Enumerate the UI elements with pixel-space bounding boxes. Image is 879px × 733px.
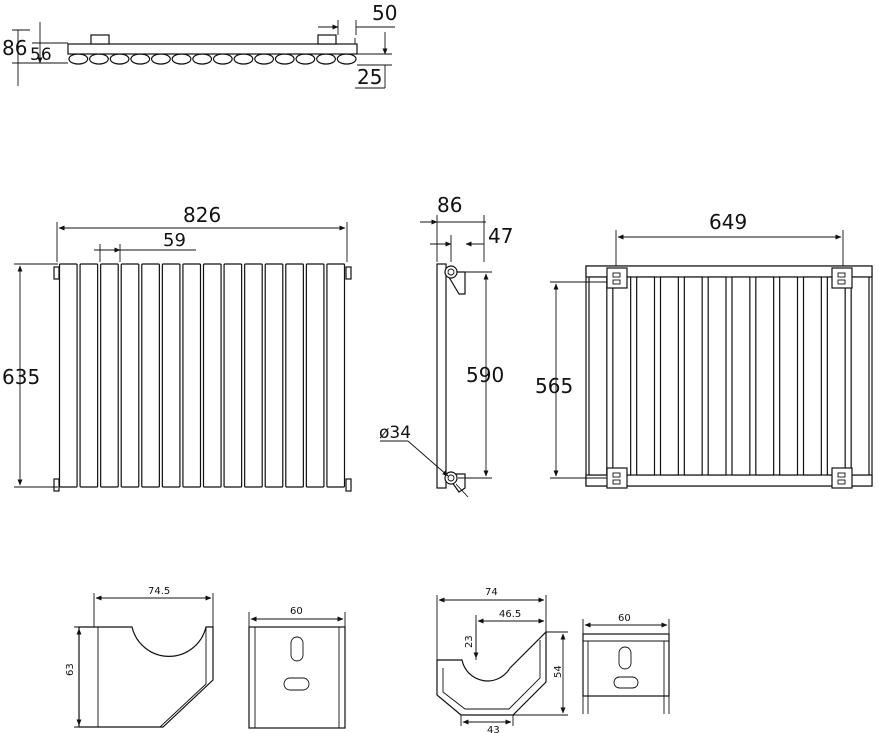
label-25: 25: [357, 65, 382, 89]
front-pipe-stub: [345, 266, 352, 280]
label-56: 56: [30, 45, 52, 65]
bracket-b-slot-horizontal: [283, 677, 310, 691]
front-pipe-stub: [345, 478, 352, 492]
label-74: 74: [485, 587, 498, 598]
bracket-b-outline: [248, 626, 346, 729]
bracket-c: 74 46.5 23 54 43: [436, 587, 568, 733]
label-59: 59: [163, 230, 186, 251]
rear-column: [707, 276, 727, 476]
side-view-bottom-pipe: [444, 471, 458, 485]
top-tube: [130, 53, 151, 65]
rear-view-bottom-rail: [585, 474, 873, 487]
front-view: 826 59 635: [2, 203, 352, 492]
label-590: 590: [466, 363, 504, 387]
front-view-columns: [53, 263, 352, 492]
rear-column: [612, 276, 632, 476]
bracket-d-outline: [582, 633, 670, 697]
top-tube: [212, 53, 233, 65]
bracket-d-slot-horizontal: [613, 676, 639, 689]
front-column: [305, 263, 325, 488]
label-86-side: 86: [437, 193, 462, 217]
rear-column: [779, 276, 799, 476]
rear-column: [683, 276, 703, 476]
top-tube: [316, 53, 336, 65]
label-565: 565: [535, 374, 573, 398]
bracket-d-slot-vertical: [618, 646, 632, 670]
top-view-rail: [67, 43, 358, 55]
rear-view: 649 565: [535, 210, 873, 489]
label-635: 635: [2, 365, 40, 389]
label-23: 23: [464, 635, 475, 648]
top-view-bracket-right: [317, 34, 337, 45]
rear-column: [802, 276, 822, 476]
rear-column: [731, 276, 751, 476]
top-tube: [109, 53, 130, 65]
rear-column: [850, 276, 870, 476]
front-column: [202, 263, 222, 488]
rear-column: [659, 276, 679, 476]
front-column: [100, 263, 119, 488]
side-view: 86 47 590 ø34: [379, 193, 513, 498]
label-86-top: 86: [2, 36, 27, 60]
top-tube: [192, 53, 213, 65]
rear-column: [588, 276, 608, 476]
top-tube: [150, 53, 171, 65]
front-column: [182, 263, 202, 488]
label-826: 826: [183, 203, 221, 227]
bracket-b: 60: [248, 606, 346, 729]
label-43: 43: [487, 725, 500, 733]
top-view-tubes: [68, 53, 357, 65]
side-view-top-pipe: [444, 265, 458, 279]
bracket-c-outline: [436, 630, 547, 716]
front-column: [326, 263, 346, 488]
label-47: 47: [488, 224, 513, 248]
top-tube: [295, 53, 316, 65]
top-tube: [254, 53, 275, 65]
top-view: 86 56 50 25: [2, 1, 397, 89]
rear-view-bracket-left-bottom: [606, 467, 628, 489]
bracket-a: 74.5 63: [65, 586, 214, 728]
label-54: 54: [553, 665, 564, 678]
top-tube: [89, 53, 109, 65]
label-50: 50: [372, 1, 397, 25]
front-column: [244, 263, 263, 488]
rear-view-frame: [585, 265, 873, 487]
front-pipe-stub: [53, 266, 60, 280]
rear-column: [826, 276, 846, 476]
rear-view-top-rail: [585, 265, 873, 278]
rear-column: [755, 276, 775, 476]
front-column: [161, 263, 181, 488]
rear-column: [636, 276, 656, 476]
label-649: 649: [709, 210, 747, 234]
front-column: [223, 263, 243, 488]
top-tube: [171, 53, 192, 65]
rear-view-columns: [588, 276, 870, 476]
front-column: [58, 263, 78, 488]
top-tube: [68, 53, 89, 65]
front-column: [120, 263, 140, 488]
front-column: [79, 263, 99, 488]
top-tube: [233, 53, 254, 65]
rear-view-bracket-right-bottom: [831, 467, 853, 489]
front-column: [285, 263, 304, 488]
bracket-b-slot-vertical: [290, 636, 304, 662]
top-tube: [336, 53, 357, 65]
rear-view-bracket-right-top: [831, 267, 853, 289]
label-60-d: 60: [618, 613, 631, 624]
label-diameter: ø34: [379, 423, 411, 443]
label-46-5: 46.5: [499, 609, 521, 620]
bracket-d: 60: [582, 613, 670, 714]
label-63: 63: [65, 663, 76, 676]
front-column: [141, 263, 160, 488]
front-pipe-stub: [53, 478, 60, 492]
front-column: [264, 263, 284, 488]
bracket-a-outline: [78, 626, 214, 728]
side-view-profile: [436, 263, 447, 489]
top-view-bracket-left: [90, 34, 110, 45]
label-74-5: 74.5: [148, 586, 170, 597]
label-60-b: 60: [290, 606, 303, 617]
top-tube: [274, 53, 295, 65]
rear-view-bracket-left-top: [606, 267, 628, 289]
